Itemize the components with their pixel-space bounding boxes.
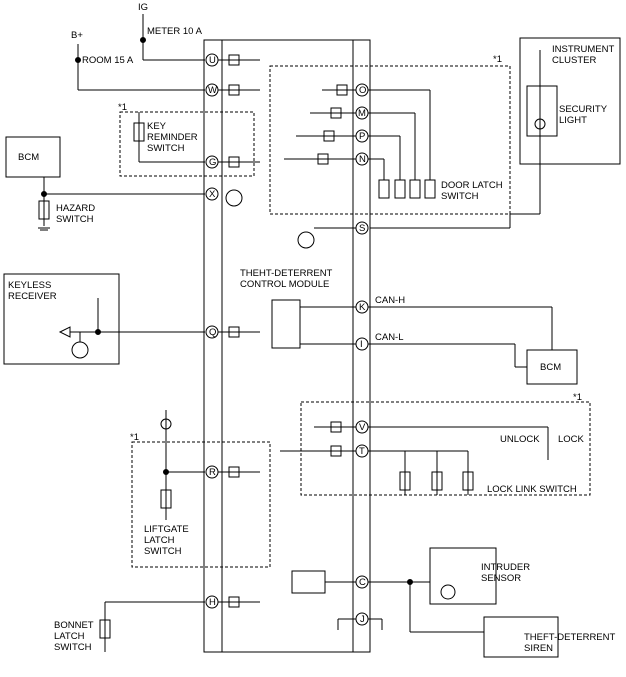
module-label: THEHT-DETERRENT CONTROL MODULE [240,268,333,290]
liftgate-lamp-symbol [160,418,172,430]
can-transceiver-block [271,299,301,349]
terminal-label: Q [209,327,217,338]
terminal-label: W [208,85,217,96]
b-plus-label: B+ [71,30,83,41]
bcm-left-label: BCM [18,152,40,163]
security-light-label: SECURITY LIGHT [559,104,608,126]
door-latch-label: DOOR LATCH SWITCH [441,180,503,202]
key-reminder-label: KEY REMINDER SWITCH [147,121,198,154]
note-mark: *1 [130,432,139,443]
terminal-label: M [358,108,366,119]
siren-box [483,616,559,658]
keyless-receiver-box [3,273,120,365]
siren-label: THEFT-DETERRENT SIREN [524,632,616,654]
terminal-label: C [359,577,366,588]
note-mark: *1 [573,392,582,403]
terminal-label: U [209,55,216,66]
room-fuse-label: ROOM 15 A [82,55,134,66]
note-mark: *1 [493,54,502,65]
lock-label: LOCK [558,434,584,445]
bcm-right-label: BCM [540,362,562,373]
instrument-cluster-label: INSTRUMENT CLUSTER [552,44,615,66]
liftgate-latch-label: LIFTGATE LATCH SWITCH [144,524,189,557]
terminal-label: X [209,189,216,200]
bonnet-latch-label: BONNET LATCH SWITCH [54,620,94,653]
liftgate-switch-symbol [160,489,172,509]
unlock-label: UNLOCK [500,434,540,445]
left-diodes [218,54,260,608]
lock-link-box [300,401,591,496]
keyless-receiver-label: KEYLESS RECEIVER [8,280,57,302]
right-terminals [355,83,369,626]
intruder-sensor-label: INTRUDER SENSOR [481,562,531,584]
terminal-label: S [359,223,366,234]
terminal-label: T [359,446,365,457]
door-latch-box [269,65,511,215]
terminal-label: H [209,597,216,608]
terminal-label: J [360,614,365,625]
key-reminder-switch-symbol [133,122,145,142]
liftgate-box [131,441,271,568]
terminal-label: O [359,85,367,96]
intruder-sensor-box [429,547,497,605]
terminal-label: P [359,131,366,142]
terminal-label: V [359,422,366,433]
hazard-switch-symbol [38,200,50,220]
terminal-label: K [359,302,366,313]
can-h-label: CAN-H [375,295,406,306]
instrument-cluster-box [519,37,621,165]
bonnet-switch-symbol [99,619,111,639]
keyless-transistor-symbol [71,341,89,359]
module-body [203,39,371,653]
terminal-label: G [209,157,217,168]
hazard-switch-label: HAZARD SWITCH [56,203,96,225]
ig-label: IG [138,2,149,13]
terminal-label: R [209,467,216,478]
note-mark: *1 [118,102,127,113]
terminal-label: I [360,339,363,350]
meter-fuse-label: METER 10 A [147,26,202,37]
left-terminals [205,53,219,609]
can-l-label: CAN-L [375,332,404,343]
key-reminder-box [119,111,255,177]
terminal-label: N [359,154,366,165]
lock-link-switch-label: LOCK LINK SWITCH [487,484,577,495]
bcm-box-left [5,136,61,178]
